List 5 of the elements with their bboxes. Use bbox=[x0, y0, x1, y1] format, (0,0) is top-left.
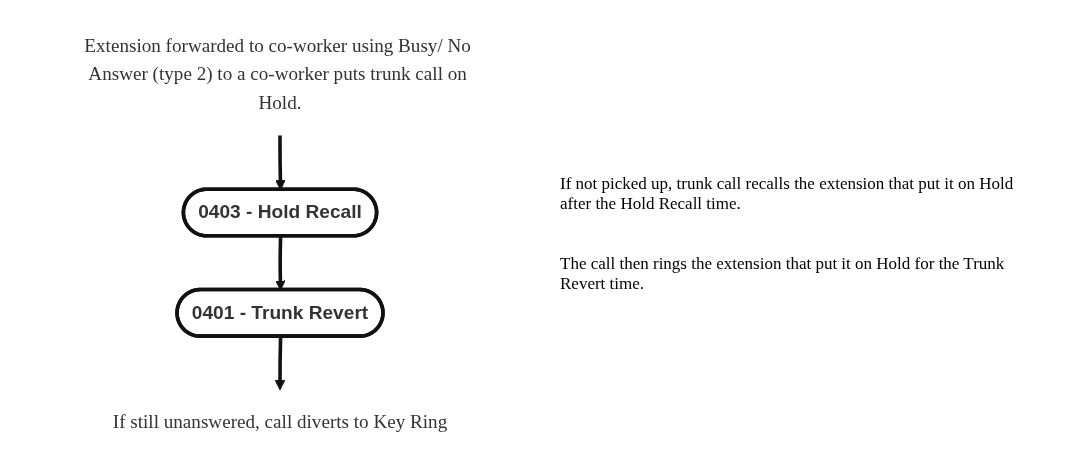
note-text: If not picked up, trunk call recalls the extension that put it on Hold after the Hold Recall time. bbox=[560, 174, 1015, 214]
note-text: The call then rings the extension that put it on Hold for the Trunk Revert time. bbox=[560, 254, 1006, 294]
node-text: If still unanswered, call diverts to Key Ring bbox=[112, 411, 448, 432]
node-text: Extension forwarded to co-worker using Busy/ No Answer (type 2) to a co-worker puts trunk call on Hold. bbox=[84, 35, 471, 113]
arrow bbox=[274, 336, 286, 391]
